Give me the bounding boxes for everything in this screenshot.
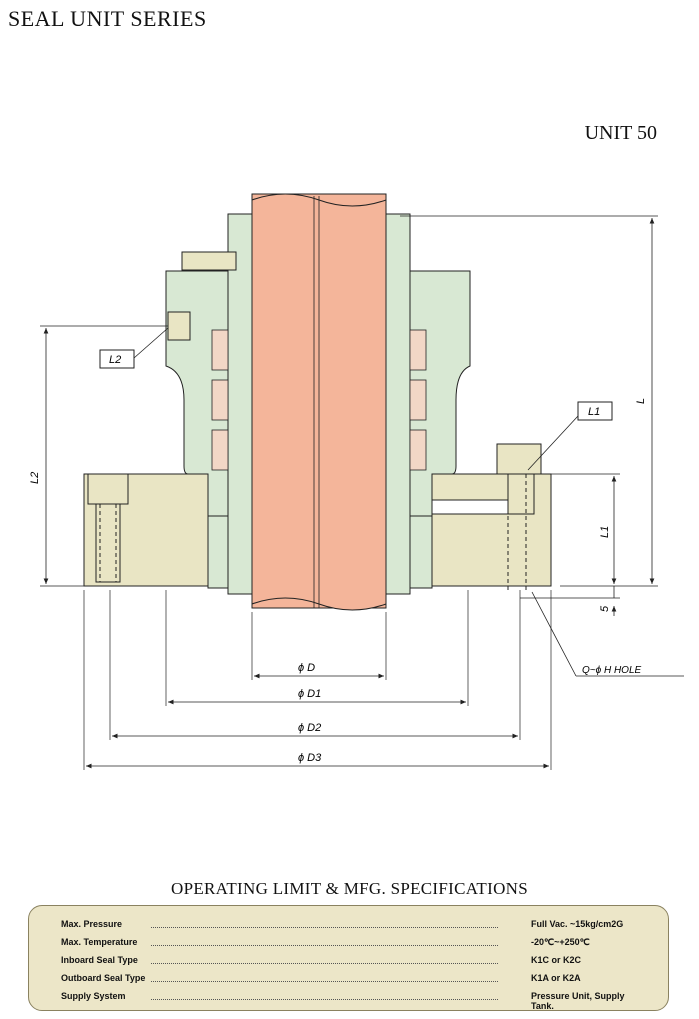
- spec-name: Max. Temperature: [61, 937, 142, 947]
- callout-hole: [531, 591, 684, 677]
- spec-title: OPERATING LIMIT & MFG. SPECIFICATIONS: [171, 879, 528, 898]
- label-l1-dim: L1: [599, 526, 611, 538]
- spec-row-max-temperature: Max. Temperature -20℃~+250℃: [61, 934, 648, 952]
- unit-label: UNIT 50: [584, 122, 657, 144]
- spec-row-supply-system: Supply System Pressure Unit, Supply Tank…: [61, 988, 648, 1011]
- page-title: SEAL UNIT SERIES: [8, 6, 207, 31]
- callout-l2: [99, 327, 169, 369]
- dimension-l2: [40, 325, 168, 587]
- dimension-l1: [544, 473, 620, 584]
- extension-lines: [83, 590, 552, 770]
- label-d3: ϕ D3: [298, 752, 322, 764]
- dimension-5: [520, 586, 620, 616]
- spec-value: Pressure Unit, Supply Tank.: [531, 991, 625, 1011]
- spec-value: -20℃~+250℃: [531, 937, 590, 947]
- seal-components: [211, 329, 427, 471]
- spec-row-max-pressure: Max. Pressure Full Vac. ~15kg/cm2G: [61, 916, 648, 934]
- spec-value: Full Vac. ~15kg/cm2G: [531, 919, 624, 929]
- leader-dots: [151, 963, 498, 964]
- spec-value: K1A or K2A: [531, 973, 581, 983]
- l2-port: [167, 311, 191, 341]
- label-d2: ϕ D2: [298, 722, 321, 734]
- right-port-bolt: [431, 443, 542, 590]
- spec-row-inboard-seal: Inboard Seal Type K1C or K2C: [61, 952, 648, 970]
- label-d: ϕ D: [298, 662, 315, 674]
- left-bolt: [87, 473, 129, 583]
- top-gland: [181, 251, 237, 271]
- label-l2-dim: L2: [29, 472, 41, 484]
- callout-l1: [527, 401, 613, 471]
- label-d1: ϕ D1: [298, 688, 321, 700]
- spec-name: Max. Pressure: [61, 919, 127, 929]
- leader-dots: [151, 999, 498, 1000]
- spec-value: K1C or K2C: [531, 955, 582, 965]
- spec-name: Inboard Seal Type: [61, 955, 142, 965]
- spec-name: Supply System: [61, 991, 130, 1001]
- label-l: L: [635, 398, 647, 404]
- seal-unit-drawing: L L1 5 L2 L2 L1 Q~ϕ H HOLE: [29, 193, 684, 770]
- callout-l2-text: L2: [109, 354, 121, 366]
- dimension-l: [400, 215, 658, 587]
- leader-dots: [151, 927, 498, 928]
- spec-table: Max. Pressure Full Vac. ~15kg/cm2G Max. …: [28, 905, 669, 1011]
- shaft: [251, 193, 387, 611]
- leader-dots: [151, 945, 498, 946]
- callout-l1-text: L1: [588, 406, 600, 418]
- label-5: 5: [599, 605, 611, 612]
- spec-name: Outboard Seal Type: [61, 973, 150, 983]
- label-hole: Q~ϕ H HOLE: [582, 665, 642, 676]
- leader-dots: [151, 981, 498, 982]
- spec-row-outboard-seal: Outboard Seal Type K1A or K2A: [61, 970, 648, 988]
